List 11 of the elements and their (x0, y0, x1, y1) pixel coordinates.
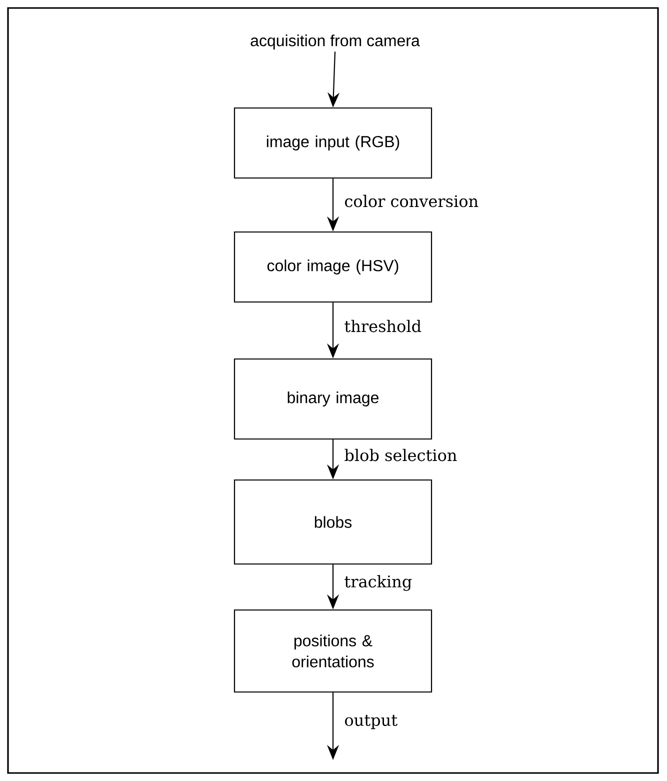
edge-label: threshold (344, 320, 422, 332)
process-box: color image (HSV) (234, 231, 432, 303)
process-box: blobs (234, 479, 432, 565)
process-box: binary image (234, 358, 432, 440)
edge-label: output (345, 714, 398, 730)
edge-label: tracking (344, 575, 412, 591)
process-box: image input (RGB) (234, 107, 432, 179)
caption-text: acquisition from camera (250, 34, 420, 50)
edge-label: blob selection (344, 448, 457, 462)
process-box: positions & orientations (234, 609, 432, 693)
edge-label: color conversion (345, 194, 478, 208)
